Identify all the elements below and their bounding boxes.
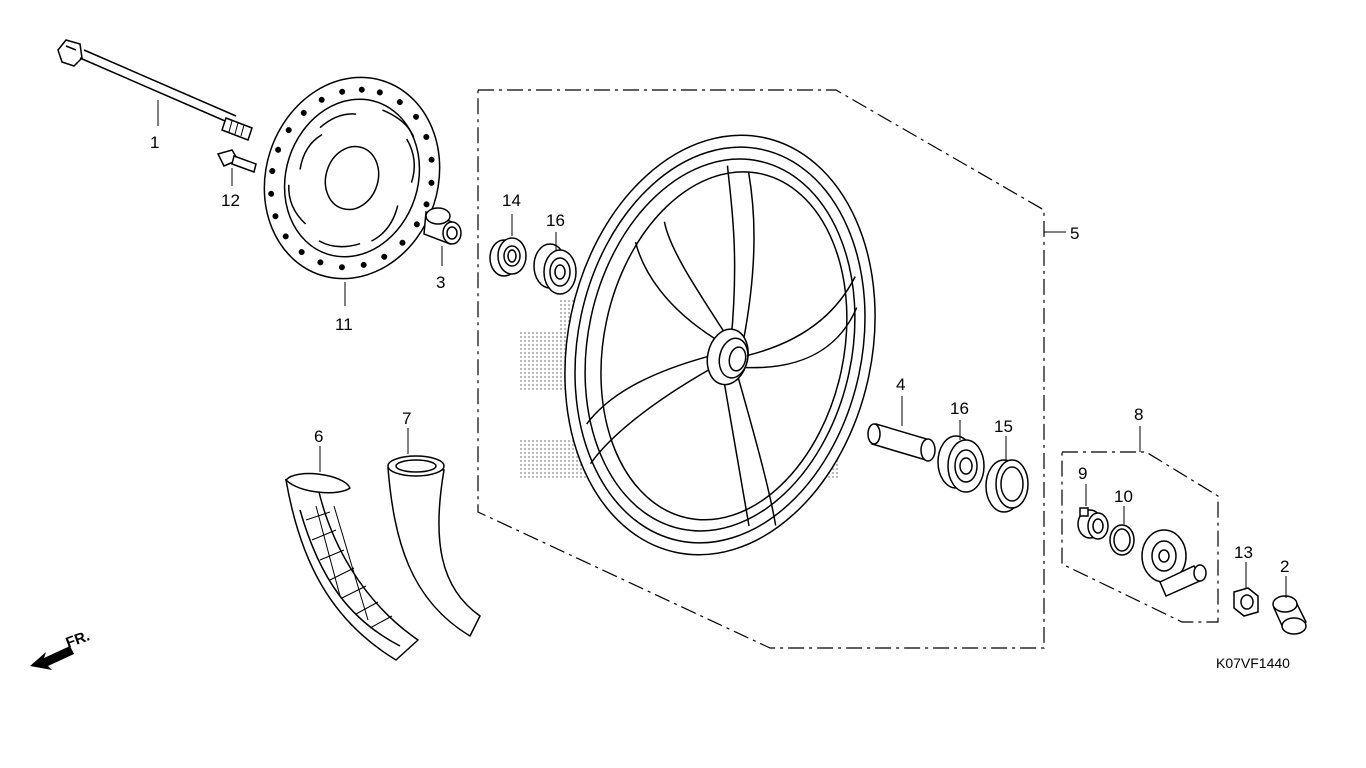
bearing-right-part[interactable] — [937, 435, 985, 493]
gearbox-assembly-boundary — [1061, 451, 1219, 623]
gearbox-retainer-part[interactable] — [1077, 507, 1109, 540]
callout-tire[interactable]: 6 — [314, 427, 323, 446]
wheel-rim[interactable] — [527, 106, 913, 584]
collar-part[interactable] — [423, 207, 462, 246]
callout-bearing-left[interactable]: 16 — [546, 211, 565, 230]
callout-dust-seal-left[interactable]: 14 — [502, 191, 521, 210]
callout-gearbox-retainer[interactable]: 9 — [1078, 464, 1087, 483]
callout-axle[interactable]: 1 — [150, 133, 159, 152]
distance-collar-part[interactable] — [867, 423, 936, 462]
brake-disk-part[interactable] — [239, 54, 466, 301]
wheel-assembly-boundary — [477, 89, 1045, 649]
diagram-code: K07VF1440 — [1216, 655, 1290, 671]
gearbox-seal-part[interactable] — [1109, 524, 1135, 556]
callout-bearing-right[interactable]: 16 — [950, 399, 969, 418]
callout-axle-nut[interactable]: 13 — [1234, 543, 1253, 562]
callout-tube[interactable]: 7 — [402, 409, 411, 428]
bearing-left-part[interactable] — [533, 243, 577, 295]
callout-distance-collar[interactable]: 4 — [896, 375, 905, 394]
callout-wheel-assembly[interactable]: 5 — [1070, 224, 1079, 243]
callout-collar[interactable]: 3 — [436, 273, 445, 292]
callout-cap[interactable]: 2 — [1280, 557, 1289, 576]
callout-disk-bolt[interactable]: 12 — [221, 191, 240, 210]
axle-part[interactable] — [57, 39, 253, 141]
tire-part[interactable] — [284, 472, 420, 661]
front-direction-label: FR. — [64, 628, 93, 652]
disk-bolt-part[interactable] — [216, 149, 257, 173]
cap-part[interactable] — [1272, 595, 1308, 635]
dust-seal-left-part[interactable] — [489, 237, 527, 277]
axle-nut-part[interactable] — [1233, 587, 1259, 617]
dust-seal-right-part[interactable] — [985, 459, 1029, 513]
callout-gearbox-assembly[interactable]: 8 — [1134, 405, 1143, 424]
front-direction-arrow-icon — [30, 646, 74, 670]
callout-gearbox-seal[interactable]: 10 — [1114, 487, 1133, 506]
tube-part[interactable] — [387, 455, 481, 638]
callout-brake-disk[interactable]: 11 — [335, 315, 353, 334]
gearbox-body[interactable] — [1141, 529, 1207, 597]
callout-dust-seal-right[interactable]: 15 — [994, 417, 1013, 436]
